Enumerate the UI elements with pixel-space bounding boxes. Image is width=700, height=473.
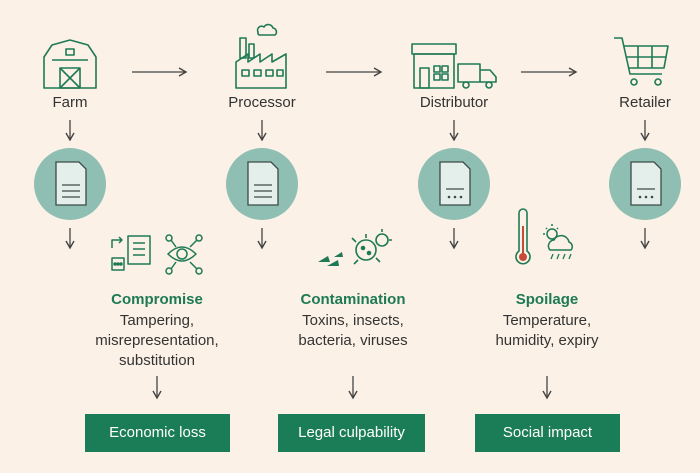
stage-label-retailer: Retailer <box>619 94 671 111</box>
risk-desc-line: humidity, expiry <box>495 332 599 349</box>
barn-icon <box>43 39 97 89</box>
document-circle-distributor <box>418 148 490 220</box>
risk-desc-line: bacteria, viruses <box>298 332 408 349</box>
insects-icon <box>318 252 343 266</box>
factory-icon <box>235 23 287 89</box>
stage-label-farm: Farm <box>52 94 88 111</box>
document-circle-retailer <box>609 148 681 220</box>
stage-label-processor: Processor <box>228 94 296 111</box>
network-eye-icon <box>165 234 203 275</box>
risk-desc-line: Toxins, insects, <box>302 312 404 329</box>
outcome-economic-loss: Economic loss <box>85 414 230 452</box>
risk-desc-line: Tampering, <box>119 312 195 329</box>
outcome-legal-culpability: Legal culpability <box>278 414 425 452</box>
document-circle-farm <box>34 148 106 220</box>
outcome-social-impact: Social impact <box>475 414 620 452</box>
document-circle-processor <box>226 148 298 220</box>
warehouse-truck-icon <box>411 43 497 89</box>
weather-icon <box>543 224 573 260</box>
thermometer-icon <box>515 208 531 265</box>
risk-desc-line: substitution <box>119 352 195 369</box>
risk-title-spoilage: Spoilage <box>515 291 579 308</box>
risk-desc-line: misrepresentation, <box>95 332 219 349</box>
risk-title-contamination: Contamination <box>300 291 406 308</box>
risk-desc-spoilage: Temperature, humidity, expiry <box>495 311 598 351</box>
document-dots-icon <box>439 161 471 206</box>
document-lines-icon <box>55 161 87 206</box>
risk-desc-contamination: Toxins, insects, bacteria, viruses <box>298 311 407 351</box>
document-dots-icon <box>630 161 662 206</box>
document-swap-icon <box>111 235 151 271</box>
stage-label-distributor: Distributor <box>419 94 489 111</box>
risk-desc-compromise: Tampering, misrepresentation, substituti… <box>95 311 218 371</box>
risk-title-compromise: Compromise <box>111 291 203 308</box>
shopping-cart-icon <box>614 37 669 86</box>
bacteria-icon <box>351 229 392 265</box>
risk-desc-line: Temperature, <box>502 312 592 329</box>
document-lines-icon <box>247 161 279 206</box>
